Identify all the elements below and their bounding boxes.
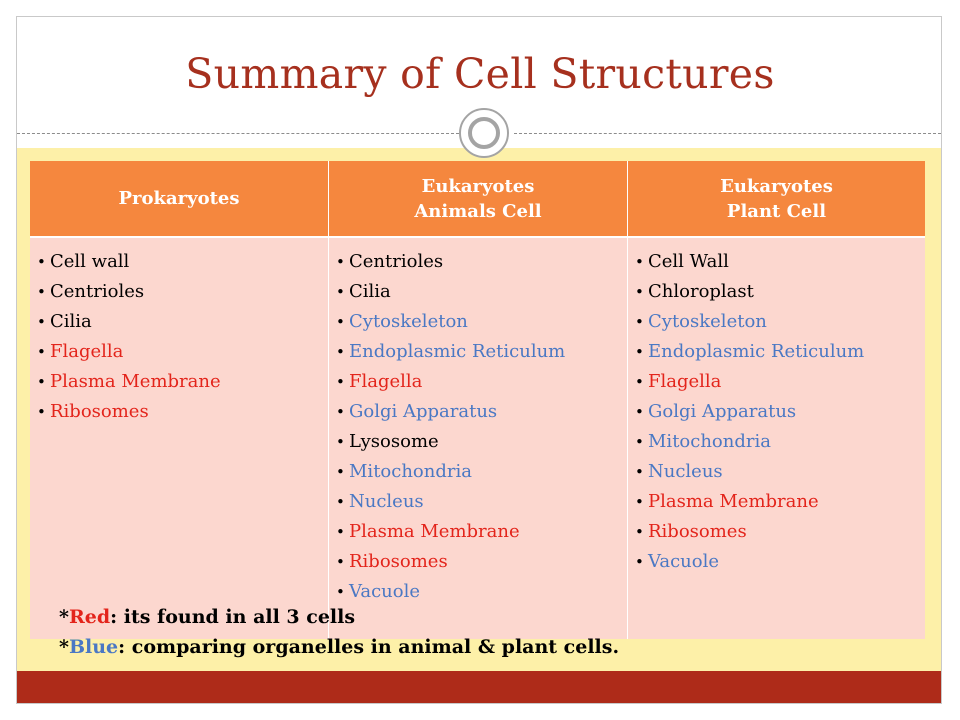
organelle-item: Cell wall [37, 247, 328, 277]
organelle-list: Cell WallChloroplastCytoskeletonEndoplas… [628, 238, 925, 577]
organelle-item: Plasma Membrane [635, 487, 925, 517]
column-header-line2: Plant Cell [726, 200, 827, 222]
organelle-item: Flagella [336, 367, 627, 397]
organelle-item: Centrioles [336, 247, 627, 277]
title-divider-right [514, 133, 941, 134]
column-header-line1: Prokaryotes [118, 188, 240, 209]
organelle-item: Cilia [336, 277, 627, 307]
organelle-item: Cytoskeleton [336, 307, 627, 337]
note-prefix: * [59, 606, 69, 628]
organelle-item: Vacuole [635, 547, 925, 577]
organelle-item: Flagella [37, 337, 328, 367]
cell-structures-table: Prokaryotes Cell wallCentriolesCiliaFlag… [30, 161, 925, 639]
slide-title: Summary of Cell Structures [185, 50, 775, 98]
title-divider-left [17, 133, 459, 134]
organelle-item: Chloroplast [635, 277, 925, 307]
circle-ornament-icon [459, 108, 509, 158]
organelle-item: Centrioles [37, 277, 328, 307]
organelle-item: Ribosomes [635, 517, 925, 547]
organelle-item: Endoplasmic Reticulum [336, 337, 627, 367]
note-keyword-red: Red [68, 606, 111, 628]
note-text: : its found in all 3 cells [110, 606, 356, 628]
organelle-item: Lysosome [336, 427, 627, 457]
organelle-item: Cilia [37, 307, 328, 337]
organelle-item: Flagella [635, 367, 925, 397]
column-eukaryotes-animal: Eukaryotes Animals Cell CentriolesCiliaC… [328, 161, 627, 639]
organelle-item: Nucleus [336, 487, 627, 517]
organelle-item: Plasma Membrane [336, 517, 627, 547]
note-keyword-blue: Blue [68, 636, 119, 658]
organelle-item: Ribosomes [37, 397, 328, 427]
column-header-line2: Animals Cell [414, 200, 542, 222]
organelle-item: Mitochondria [336, 457, 627, 487]
column-eukaryotes-plant: Eukaryotes Plant Cell Cell WallChloropla… [627, 161, 925, 639]
organelle-list: Cell wallCentriolesCiliaFlagellaPlasma M… [30, 238, 328, 427]
column-prokaryotes: Prokaryotes Cell wallCentriolesCiliaFlag… [30, 161, 328, 639]
organelle-list: CentriolesCiliaCytoskeletonEndoplasmic R… [329, 238, 627, 607]
legend-note-blue: *Blue: comparing organelles in animal & … [59, 636, 619, 658]
legend-note-red: *Red: its found in all 3 cells [59, 606, 355, 628]
organelle-item: Plasma Membrane [37, 367, 328, 397]
column-header: Eukaryotes Animals Cell [329, 161, 627, 238]
column-header-line1: Eukaryotes [720, 175, 833, 197]
column-header: Eukaryotes Plant Cell [628, 161, 925, 238]
organelle-item: Ribosomes [336, 547, 627, 577]
column-header: Prokaryotes [30, 161, 328, 238]
organelle-item: Endoplasmic Reticulum [635, 337, 925, 367]
organelle-item: Golgi Apparatus [635, 397, 925, 427]
note-prefix: * [59, 636, 69, 658]
organelle-item: Golgi Apparatus [336, 397, 627, 427]
note-text: : comparing organelles in animal & plant… [118, 636, 620, 658]
organelle-item: Vacuole [336, 577, 627, 607]
organelle-item: Cell Wall [635, 247, 925, 277]
column-header-line1: Eukaryotes [421, 175, 535, 197]
organelle-item: Cytoskeleton [635, 307, 925, 337]
organelle-item: Nucleus [635, 457, 925, 487]
organelle-item: Mitochondria [635, 427, 925, 457]
footer-bar [17, 671, 941, 703]
